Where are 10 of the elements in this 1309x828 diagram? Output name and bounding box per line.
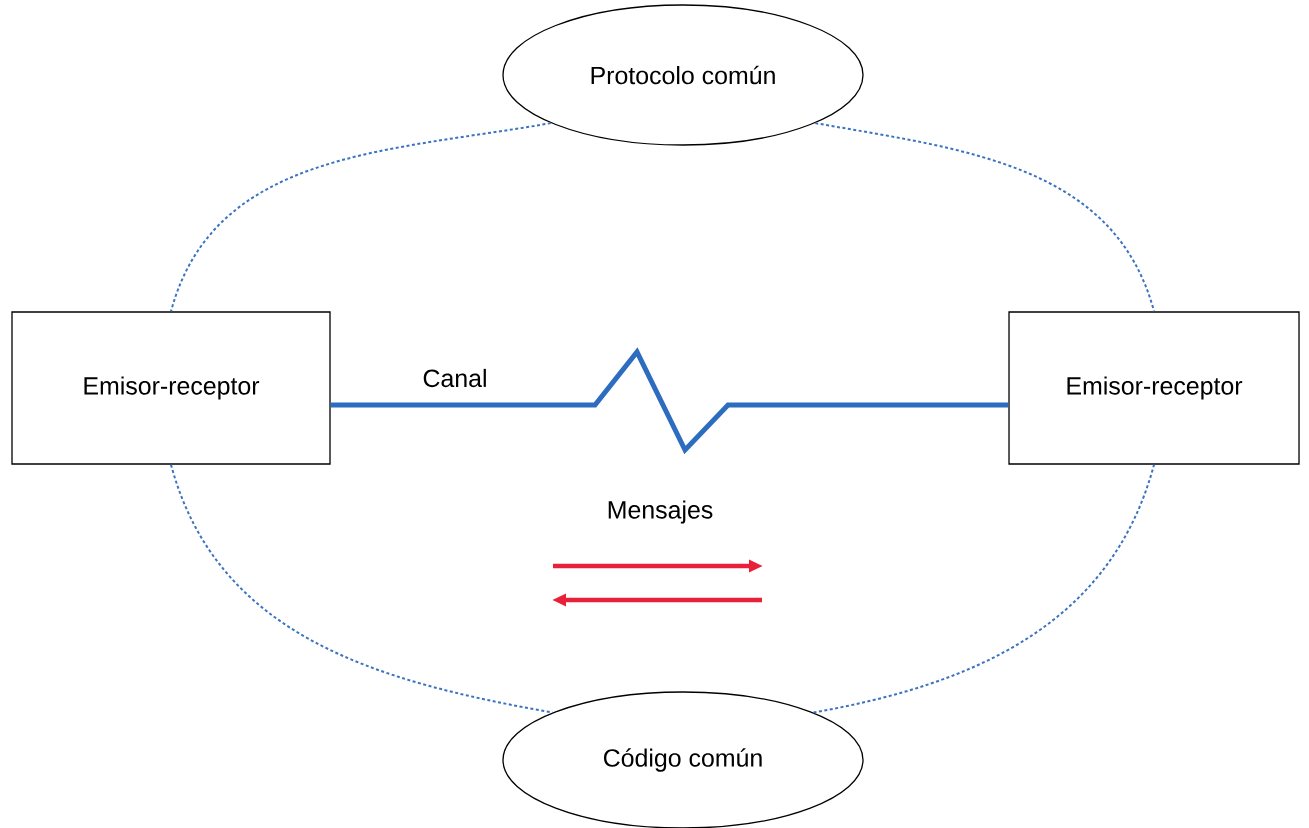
connector-line xyxy=(330,347,1009,455)
process-box: Emisor-receptor xyxy=(1008,311,1300,465)
dashed-curve xyxy=(814,122,1155,313)
dashed-curve xyxy=(170,463,554,714)
edge-label: Canal xyxy=(421,367,489,389)
message-label: Mensajes xyxy=(608,500,713,524)
ellipse-node: Protocolo común xyxy=(502,4,864,146)
dashed-curve xyxy=(170,122,552,313)
process-box: Emisor-receptor xyxy=(11,311,331,465)
dashed-curve xyxy=(812,463,1155,714)
